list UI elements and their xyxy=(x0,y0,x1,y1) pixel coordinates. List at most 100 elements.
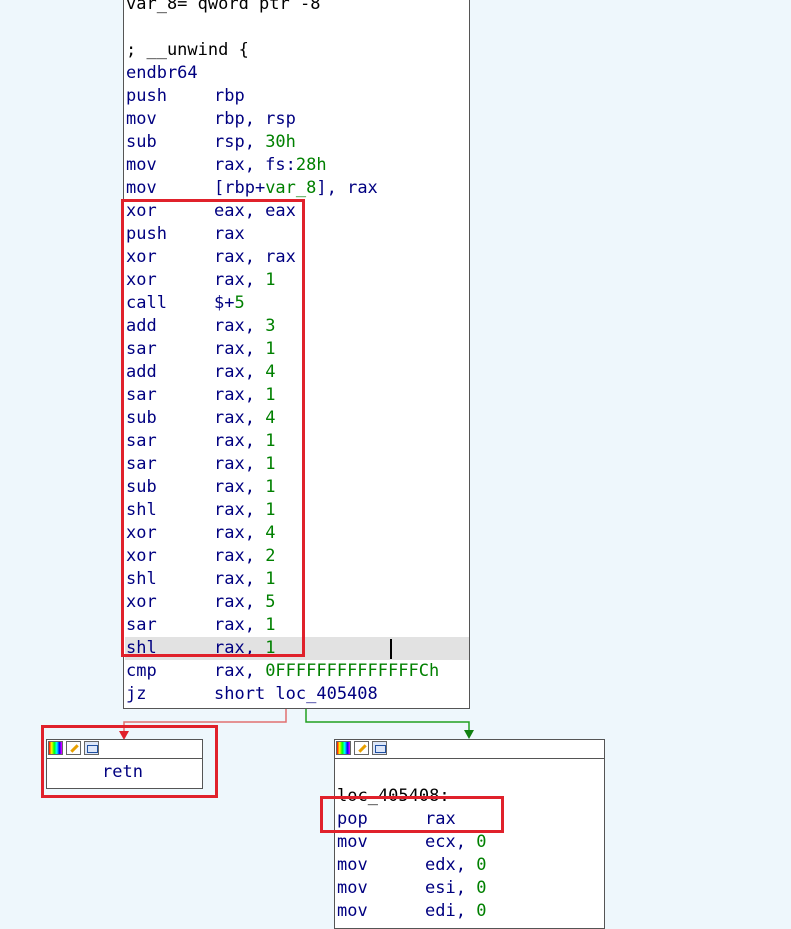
operands: rax xyxy=(214,223,245,246)
edit-node-icon[interactable] xyxy=(354,741,369,755)
operand-number: 1 xyxy=(265,500,276,520)
label-line[interactable]: var_8= qword ptr -8 xyxy=(126,0,320,16)
mnemonic: sub xyxy=(126,477,157,497)
true-branch-arrow xyxy=(464,730,474,739)
operand-text: rax, xyxy=(214,523,266,543)
instruction-line[interactable]: call$+5 xyxy=(126,292,245,315)
operands: rax, fs:28h xyxy=(214,154,327,177)
operand-number: 5 xyxy=(234,293,245,313)
mnemonic: shl xyxy=(126,569,157,589)
operand-text: ], rax xyxy=(316,178,378,198)
operand-text: rax, xyxy=(214,592,266,612)
mnemonic: sar xyxy=(126,615,157,635)
operands: rax, 1 xyxy=(214,269,275,292)
operands: rax, 1 xyxy=(214,499,275,522)
mnemonic: sar xyxy=(126,431,157,451)
mnemonic: push xyxy=(126,86,167,106)
instruction-line[interactable]: sar rax, 1 xyxy=(126,430,275,453)
operand-text: rbp xyxy=(214,86,245,106)
retn-instruction[interactable]: retn xyxy=(102,762,143,782)
operands: rbp, rsp xyxy=(214,108,296,131)
operand-text: rax, xyxy=(214,569,266,589)
operand-text: rax, fs: xyxy=(214,155,296,175)
operand-number: 1 xyxy=(265,385,276,405)
label-line[interactable]: ; __unwind { xyxy=(126,39,249,62)
mnemonic: mov xyxy=(337,901,368,921)
operand-number: 1 xyxy=(265,431,276,451)
instruction-line[interactable]: endbr64 xyxy=(126,62,198,85)
graph-view-icon[interactable] xyxy=(84,741,99,755)
operands: rax, 1 xyxy=(214,430,275,453)
operand-number: 0 xyxy=(476,901,487,921)
instruction-line[interactable]: mov[rbp+var_8], rax xyxy=(126,177,378,200)
mnemonic: push xyxy=(126,224,167,244)
instruction-line[interactable]: mov rbp, rsp xyxy=(126,108,296,131)
operand-text: rax, xyxy=(214,362,266,382)
operand-number: var_8 xyxy=(265,178,317,198)
operand-number: 1 xyxy=(265,270,276,290)
operand-number: 4 xyxy=(265,362,276,382)
operand-text: [rbp+ xyxy=(214,178,266,198)
color-palette-icon[interactable] xyxy=(48,741,63,755)
mnemonic: add xyxy=(126,316,157,336)
mnemonic: mov xyxy=(337,855,368,875)
operand-text: esi, xyxy=(425,878,477,898)
instruction-line[interactable]: push rax xyxy=(126,223,245,246)
label-line[interactable]: loc_405408: xyxy=(337,785,450,808)
false-branch-edge xyxy=(123,709,287,733)
operand-text: rbp, rsp xyxy=(214,109,296,129)
operand-text: rax, xyxy=(214,477,266,497)
edit-node-icon[interactable] xyxy=(66,741,81,755)
operand-text: rax, xyxy=(214,431,266,451)
operands: rax, 2 xyxy=(214,545,275,568)
graph-view-icon[interactable] xyxy=(372,741,387,755)
operands: rax, 1 xyxy=(214,568,275,591)
current-line-highlight xyxy=(125,637,469,660)
instruction-line[interactable]: shl rax, 1 xyxy=(126,568,275,591)
operand-text: rax xyxy=(425,809,456,829)
operands: rax, 1 xyxy=(214,338,275,361)
mnemonic: call xyxy=(126,293,167,313)
color-palette-icon[interactable] xyxy=(336,741,351,755)
mnemonic: mov xyxy=(126,109,157,129)
operand-number: 0 xyxy=(476,855,487,875)
retn-code-block[interactable]: retn xyxy=(46,739,203,789)
operands: eax, eax xyxy=(214,200,296,223)
operands: ecx, 0 xyxy=(425,831,486,854)
operand-text: rax, rax xyxy=(214,247,296,267)
operand-number: 30h xyxy=(265,132,296,152)
operand-text: rax, xyxy=(214,500,266,520)
operand-text: eax, eax xyxy=(214,201,296,221)
instruction-line[interactable]: push rbp xyxy=(126,85,245,108)
operands: rax, 1 xyxy=(214,384,275,407)
label-text: var_8= qword ptr -8 xyxy=(126,0,321,14)
operand-number: 0 xyxy=(476,878,487,898)
